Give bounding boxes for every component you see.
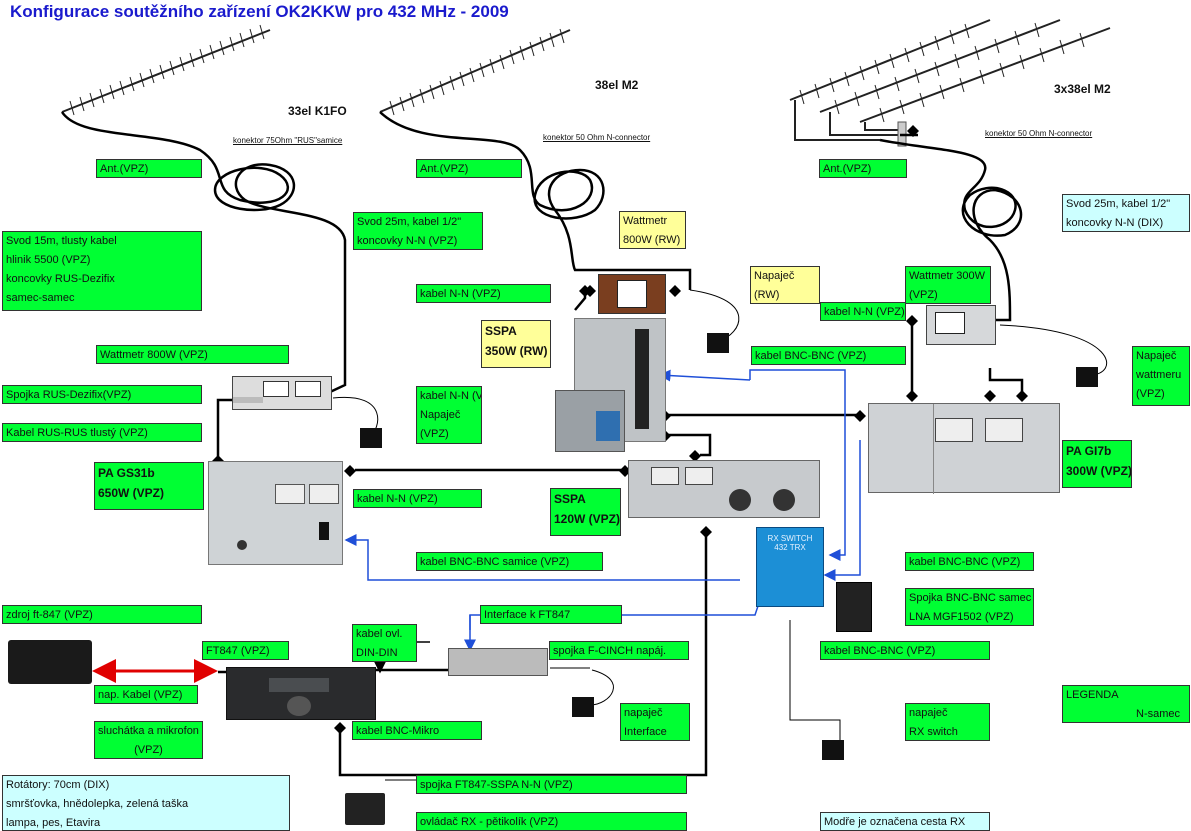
legend-n-samec: N-samec bbox=[1136, 708, 1181, 720]
interface-tee-device bbox=[448, 648, 548, 676]
wattmeter-800w-rw-device bbox=[598, 274, 666, 314]
label-nap-kabel: nap. Kabel (VPZ) bbox=[94, 685, 198, 704]
label-modre-cesta-rx: Modře je označena cesta RX bbox=[820, 812, 990, 831]
label-zdroj-ft847: zdroj ft-847 (VPZ) bbox=[2, 605, 202, 624]
wall-adapter-4-icon bbox=[572, 697, 594, 717]
diagram-title: Konfigurace soutěžního zařízení OK2KKW p… bbox=[10, 2, 509, 21]
wattmeter-300w-device bbox=[926, 305, 996, 345]
label-kabel-bnc-3: kabel BNC-BNC (VPZ) bbox=[820, 641, 990, 660]
label-spojka-cinch: spojka F-CINCH napáj. bbox=[549, 641, 689, 660]
lna-device bbox=[836, 582, 872, 632]
ft847-power-supply-device bbox=[8, 640, 92, 684]
label-kabel-din: kabel ovl.DIN-DIN bbox=[352, 624, 417, 662]
label-wattmetr-300w: Wattmetr 300W(VPZ) bbox=[905, 266, 991, 304]
wattmeter-800w-vpz-device bbox=[232, 376, 332, 410]
antenna-3-name: 3x38el M2 bbox=[1054, 82, 1111, 96]
antenna-33el-k1fo bbox=[61, 24, 271, 116]
power-cables bbox=[332, 289, 1108, 781]
label-ant-1: Ant.(VPZ) bbox=[96, 159, 202, 178]
label-kabel-bnc-mikro: kabel BNC-Mikro bbox=[352, 721, 482, 740]
wall-adapter-2-icon bbox=[707, 333, 729, 353]
ft847-transceiver-device bbox=[226, 667, 376, 720]
label-kabel-nn-1: kabel N-N (VPZ) bbox=[416, 284, 551, 303]
label-ant-3: Ant.(VPZ) bbox=[819, 159, 907, 178]
legend-box: LEGENDA N-samec bbox=[1062, 685, 1190, 723]
antenna-3-connector: konektor 50 Ohm N-connector bbox=[985, 129, 1093, 138]
rx-controller-device bbox=[345, 793, 385, 825]
label-sluchatka: sluchátka a mikrofon(VPZ) bbox=[94, 721, 203, 759]
label-svod-25m-dix: Svod 25m, kabel 1/2"koncovky N-N (DIX) bbox=[1062, 194, 1190, 232]
label-kabel-bnc-1: kabel BNC-BNC (VPZ) bbox=[751, 346, 906, 365]
pa-gs31b-device bbox=[208, 461, 343, 565]
label-kabel-rus: Kabel RUS-RUS tlustý (VPZ) bbox=[2, 423, 202, 442]
label-ant-2: Ant.(VPZ) bbox=[416, 159, 522, 178]
antenna-1-name: 33el K1FO bbox=[288, 104, 347, 118]
antenna-2-name: 38el M2 bbox=[595, 78, 639, 92]
label-ovladac-rx: ovládač RX - pětikolík (VPZ) bbox=[416, 812, 687, 831]
antenna-38el-m2 bbox=[379, 28, 571, 116]
wall-adapter-3-icon bbox=[1076, 367, 1098, 387]
sspa-power-supply-device bbox=[555, 390, 625, 452]
label-wattmetr-800w-vpz: Wattmetr 800W (VPZ) bbox=[96, 345, 289, 364]
wall-adapter-1-icon bbox=[360, 428, 382, 448]
antenna-1-connector: konektor 75Ohm "RUS"samice bbox=[233, 136, 343, 145]
label-kabel-nn-napajec: kabel N-N (VPZ)Napaječ(VPZ) bbox=[416, 386, 482, 444]
pa-gi7b-device bbox=[868, 403, 1060, 494]
wall-adapter-5-icon bbox=[822, 740, 844, 760]
label-spojka-rus: Spojka RUS-Dezifix(VPZ) bbox=[2, 385, 202, 404]
label-ft847: FT847 (VPZ) bbox=[202, 641, 289, 660]
coax-coils bbox=[60, 111, 1023, 394]
sspa-120w-device bbox=[628, 460, 820, 518]
label-kabel-bnc-samice: kabel BNC-BNC samice (VPZ) bbox=[416, 552, 603, 571]
rx-switch-label-2: 432 TRX bbox=[774, 543, 806, 552]
label-rotatory: Rotátory: 70cm (DIX)smršťovka, hnědolepk… bbox=[2, 775, 290, 831]
label-kabel-nn-3: kabel N-N (VPZ) bbox=[820, 302, 906, 321]
label-interface-ft847: Interface k FT847 bbox=[480, 605, 622, 624]
label-napajec-rw: Napaječ(RW) bbox=[750, 266, 820, 304]
rx-switch-label-1: RX SWITCH bbox=[767, 534, 813, 543]
label-kabel-nn-2: kabel N-N (VPZ) bbox=[353, 489, 482, 508]
antenna-2-connector: konektor 50 Ohm N-connector bbox=[543, 133, 651, 142]
legend-title: LEGENDA bbox=[1066, 689, 1119, 701]
label-svod-25m-vpz: Svod 25m, kabel 1/2"koncovky N-N (VPZ) bbox=[353, 212, 483, 250]
label-kabel-bnc-2: kabel BNC-BNC (VPZ) bbox=[905, 552, 1034, 571]
label-spojka-ft847-sspa: spojka FT847-SSPA N-N (VPZ) bbox=[416, 775, 687, 794]
rx-switch-device: RX SWITCH 432 TRX bbox=[756, 527, 824, 607]
